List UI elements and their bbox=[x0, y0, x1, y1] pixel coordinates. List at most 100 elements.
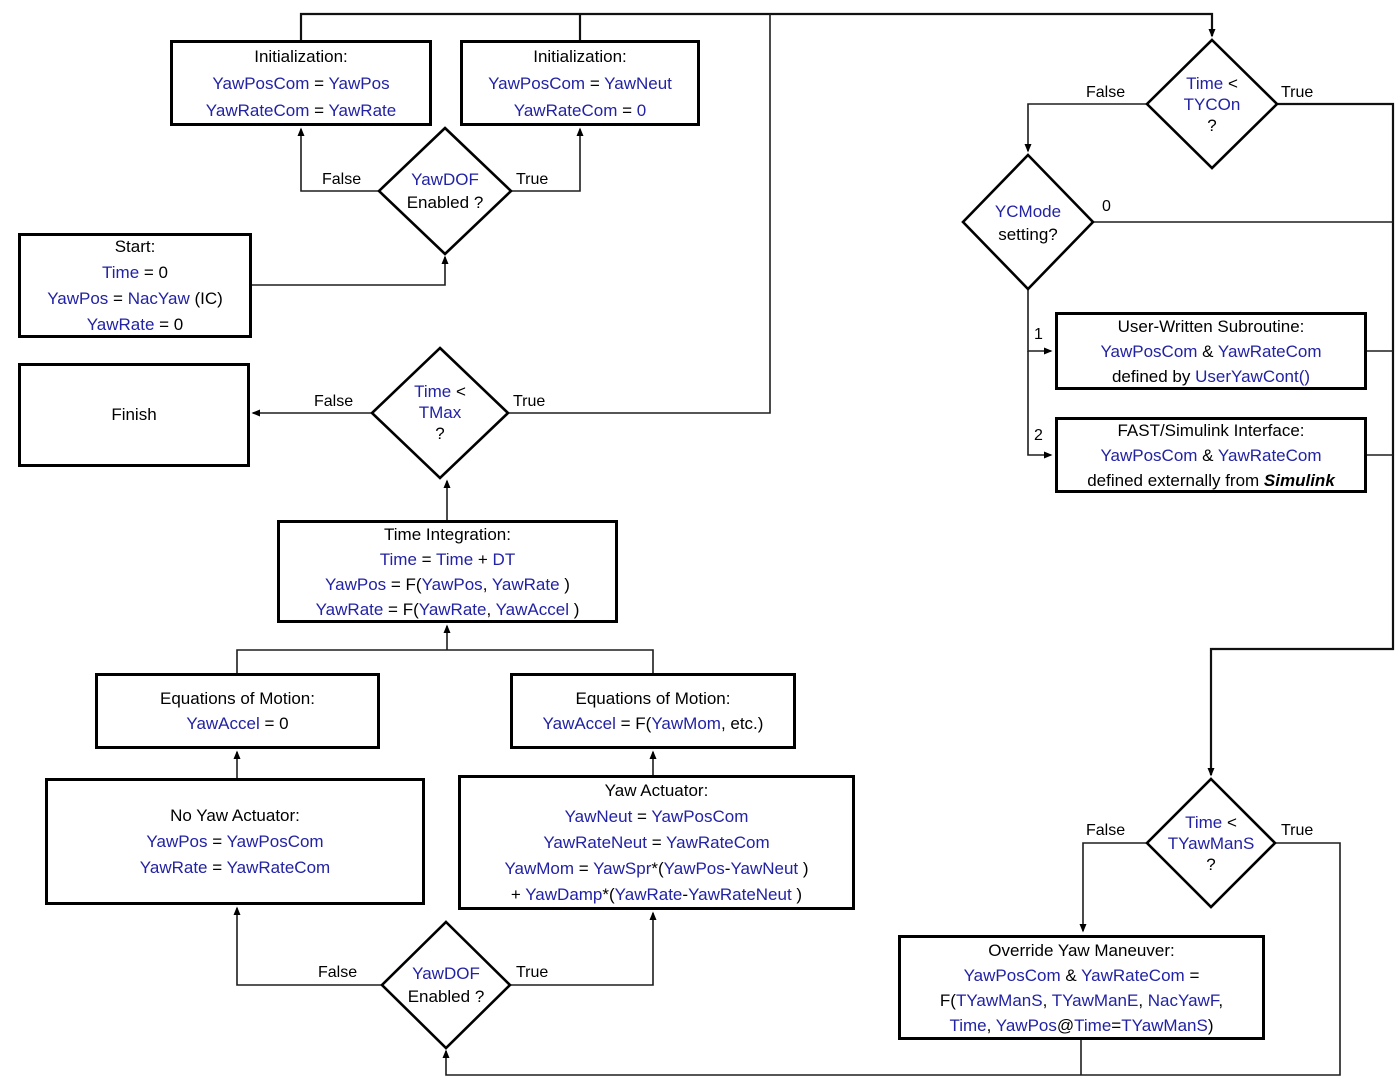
text-line: YawRate = F(YawRate, YawAccel ) bbox=[315, 599, 580, 619]
text-line: YawRateNeut = YawRateCom bbox=[543, 832, 770, 852]
box-start: Start: Time = 0 YawPos = NacYaw (IC) YawRat… bbox=[18, 233, 252, 338]
text-line: Finish bbox=[111, 405, 157, 424]
diamond-tmax-shape bbox=[370, 346, 510, 480]
text-line: TYawManS bbox=[1167, 834, 1255, 853]
diamond-tycon: Time < TYCOn? bbox=[1142, 73, 1282, 136]
diamond-ycmode: YCMode setting? bbox=[958, 200, 1098, 246]
box-equations-of-motion-right: Equations of Motion: YawAccel = F(YawMom,… bbox=[510, 673, 796, 749]
text-line: YawRate = 0 bbox=[86, 314, 184, 334]
label-ycmode-2: 2 bbox=[1034, 427, 1043, 444]
text-line: YawDOF bbox=[412, 964, 480, 983]
label-yawdof-top-true: True bbox=[516, 171, 549, 188]
text-line: Time, YawPos@Time=TYawManS) bbox=[949, 1015, 1214, 1035]
edge-bottom-loop bbox=[442, 842, 1341, 1076]
text-line: ? bbox=[1207, 116, 1217, 135]
text-line: FAST/Simulink Interface: bbox=[1117, 420, 1305, 440]
text-line: Enabled ? bbox=[407, 987, 485, 1006]
text-line: Override Yaw Maneuver: bbox=[988, 940, 1175, 960]
text-line: YCMode bbox=[994, 202, 1062, 221]
text-line: Time = Time + DT bbox=[379, 549, 516, 569]
text-line: YawNeut = YawPosCom bbox=[564, 806, 749, 826]
text-line: TYCOn bbox=[1183, 95, 1241, 114]
diamond-tyawmans: Time < TYawManS? bbox=[1141, 812, 1281, 875]
text-line: ? bbox=[1206, 855, 1216, 874]
edge-yawdof1-false bbox=[297, 127, 379, 192]
text-line: YawPosCom & YawRateCom bbox=[1100, 445, 1322, 465]
text-line: Equations of Motion: bbox=[575, 689, 731, 708]
text-line: ? bbox=[435, 424, 445, 443]
text-line: Yaw Actuator: bbox=[604, 780, 709, 800]
label-tyawmans-true: True bbox=[1281, 822, 1314, 839]
edge-start-to-yawdof1 bbox=[252, 255, 449, 286]
text-line: YawAccel = F(YawMom, etc.) bbox=[542, 714, 764, 733]
text-line: setting? bbox=[998, 225, 1058, 244]
text-line: Initialization: bbox=[533, 46, 627, 66]
edge-yawdof2-true bbox=[510, 911, 657, 986]
box-user-written-subroutine: User-Written Subroutine:YawPosCom & YawR… bbox=[1055, 312, 1367, 390]
text-line: Initialization: bbox=[254, 46, 348, 66]
diamond-yawdof-top: YawDOF Enabled ? bbox=[375, 168, 515, 214]
box-equations-of-motion-left: Equations of Motion: YawAccel = 0 bbox=[95, 673, 380, 749]
box-override-yaw-maneuver: Override Yaw Maneuver: YawPosCom & YawRat… bbox=[898, 935, 1265, 1040]
label-tycon-false: False bbox=[1086, 84, 1126, 101]
edge-tyawmans-false bbox=[1079, 842, 1147, 933]
text-line: defined externally from Simulink bbox=[1087, 470, 1335, 490]
text-line: YawDOF bbox=[411, 170, 479, 189]
text-line: YawRate = YawRateCom bbox=[139, 857, 331, 877]
text-line: YawPosCom = YawPos bbox=[212, 73, 390, 93]
edge-right-trunk bbox=[1207, 102, 1395, 777]
edge-init-to-tycon bbox=[299, 12, 1216, 40]
text-line: YawRateCom = YawRate bbox=[205, 100, 397, 120]
diamond-tycon-shape bbox=[1145, 38, 1279, 170]
label-yawdof-top-false: False bbox=[322, 171, 362, 188]
edge-eom-merge-bar bbox=[236, 649, 654, 673]
text-line: YawPosCom = YawNeut bbox=[488, 73, 672, 93]
label-tyawmans-false: False bbox=[1086, 822, 1126, 839]
text-line: YawPosCom & YawRateCom = bbox=[963, 965, 1200, 985]
edge-tycon-false bbox=[1024, 103, 1147, 153]
text-line: F(TYawManS, TYawManE, NacYawF, bbox=[939, 990, 1224, 1010]
text-line: YawMom = YawSpr*(YawPos-YawNeut ) bbox=[504, 858, 809, 878]
box-finish: Finish bbox=[18, 363, 250, 467]
label-tycon-true: True bbox=[1281, 84, 1314, 101]
label-yawdof-bottom-false: False bbox=[318, 964, 358, 981]
text-line: Time < bbox=[1186, 74, 1238, 93]
edge-tmax-true-join bbox=[508, 14, 771, 414]
text-line: YawPos = NacYaw (IC) bbox=[47, 288, 223, 308]
text-line: YawRateCom = 0 bbox=[513, 100, 647, 120]
box-time-integration: Time Integration: Time = Time + DT YawPos … bbox=[277, 520, 618, 623]
label-tmax-true: True bbox=[513, 393, 546, 410]
text-line: Start: bbox=[114, 236, 156, 256]
diamond-yawdof-top-shape bbox=[377, 126, 513, 256]
text-line: YawPosCom & YawRateCom bbox=[1100, 341, 1322, 361]
text-line: Time Integration: bbox=[384, 524, 511, 544]
box-fast-simulink-interface: FAST/Simulink Interface: YawPosCom & YawR… bbox=[1055, 417, 1367, 493]
text-line: Time < bbox=[414, 382, 466, 401]
edge-yawdof1-true bbox=[511, 127, 584, 192]
text-line: Enabled ? bbox=[406, 193, 484, 212]
label-yawdof-bottom-true: True bbox=[516, 964, 549, 981]
text-line: No Yaw Actuator: bbox=[170, 805, 300, 825]
diamond-tmax: Time < TMax? bbox=[370, 381, 510, 444]
text-line: YawPos = F(YawPos, YawRate ) bbox=[325, 574, 570, 594]
text-line: Time < bbox=[1185, 813, 1237, 832]
edge-ycmode-2 bbox=[1027, 351, 1053, 459]
label-ycmode-1: 1 bbox=[1034, 326, 1043, 343]
text-line: Equations of Motion: bbox=[160, 689, 315, 708]
text-line: + YawDamp*(YawRate-YawRateNeut ) bbox=[510, 884, 803, 904]
diamond-tyawmans-shape bbox=[1145, 777, 1277, 909]
diamond-yawdof-bottom: YawDOF Enabled ? bbox=[376, 962, 516, 1008]
text-line: defined by UserYawCont() bbox=[1111, 366, 1311, 386]
text-line: Time = 0 bbox=[102, 262, 168, 282]
text-line: TMax bbox=[418, 403, 462, 422]
edge-yawdof2-false bbox=[233, 906, 382, 986]
label-tmax-false: False bbox=[314, 393, 354, 410]
diamond-yawdof-bottom-shape bbox=[380, 920, 512, 1050]
text-line: YawPos = YawPosCom bbox=[146, 831, 324, 851]
text-line: YawAccel = 0 bbox=[186, 714, 289, 733]
